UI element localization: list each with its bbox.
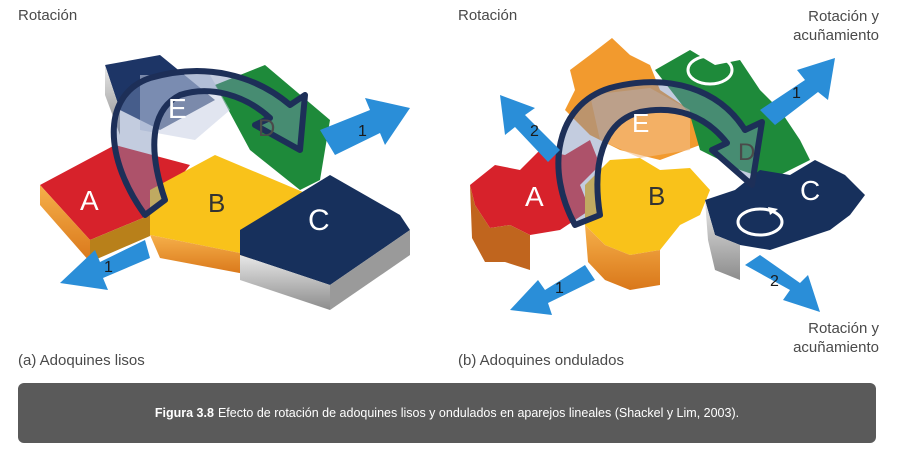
right-block-b-side [585,225,660,290]
right-subtitle: (b) Adoquines ondulados [458,352,624,369]
left-block-c-top [240,175,410,285]
left-arrow-down-num: 1 [104,259,113,276]
right-arrow-down-right [745,255,820,312]
right-arrow-up-right-num: 1 [792,85,801,102]
figure-caption-text: Efecto de rotación de adoquines lisos y … [217,406,740,420]
right-arrow-down-right-num: 2 [770,273,779,290]
left-label-e: E [168,93,187,124]
figure-number: Figura 3.8 [154,406,214,420]
left-label-a: A [80,185,99,216]
right-arrow-up-left-num: 2 [530,123,539,140]
left-arrow-up-num: 1 [358,123,367,140]
left-arrow-up [320,98,410,155]
left-block-a-side2 [90,215,150,262]
top-right-label-line1: Rotación y [808,8,879,25]
figure-caption: Figura 3.8 Efecto de rotación de adoquin… [18,383,876,443]
bottom-right-label-line1: Rotación y [808,320,879,337]
left-block-c-side2 [330,230,410,310]
right-label-e: E [632,108,649,138]
left-title: Rotación [18,7,78,24]
right-label-c: C [800,175,820,206]
right-block-c-side [705,200,740,280]
right-wedge-icon-bottom [736,207,784,237]
right-rotation-arrow [555,79,765,228]
right-arrow-up-right [760,58,835,125]
left-label-c: C [308,204,330,237]
right-diagram: A B C D E 2 1 1 2 [470,38,865,315]
right-block-a-side [470,185,530,270]
right-arrow-down-left-num: 1 [555,280,564,297]
right-label-b: B [648,181,665,211]
left-block-b-side [150,235,250,275]
left-block-c-side [240,255,330,310]
top-right-label-line2: acuñamiento [793,27,879,44]
rotation-diagram: A B C D E 1 1 A B [40,38,865,315]
right-wedge-arrowhead-top [718,54,728,62]
right-arrow-up-left [500,95,560,162]
right-block-c-top [705,160,865,250]
left-label-d: D [258,115,275,142]
right-label-d: D [738,139,755,166]
left-diagram: A B C D E 1 1 [40,55,410,310]
right-e-overlay [590,88,690,158]
left-block-a-top [40,145,190,240]
right-title: Rotación [458,7,518,24]
left-rotation-arrow [110,68,308,218]
left-block-a-side [40,185,90,262]
left-label-b: B [208,188,225,218]
bottom-right-label-line2: acuñamiento [793,339,879,356]
right-wedge-icon-top [686,54,734,86]
right-block-b-top [585,158,710,255]
left-subtitle: (a) Adoquines lisos [18,352,145,369]
right-wedge-arrowhead-bottom [768,207,778,215]
right-label-a: A [525,181,544,212]
left-arrow-down [60,240,150,290]
right-arrow-down-left [510,265,595,315]
